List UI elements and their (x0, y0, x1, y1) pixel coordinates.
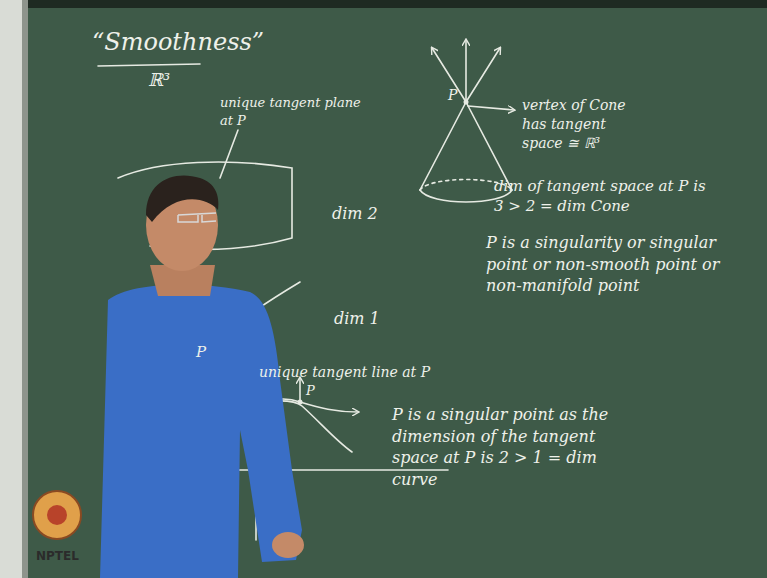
chalk-note: P is a singularity or singular point or … (486, 232, 756, 297)
chalk-note: P (306, 382, 315, 400)
hand (272, 532, 304, 558)
chalk-note: ℝ³ (148, 68, 170, 92)
chalk-note: P (196, 342, 206, 362)
board-frame-shadow (22, 0, 28, 578)
tangent-arrow (465, 40, 467, 102)
chalk-note: P is a singular point as the dimension o… (392, 404, 637, 490)
logo-text: NPTEL (36, 548, 79, 564)
tangent-arrow (299, 378, 301, 402)
board-top-edge (0, 0, 767, 8)
leader-arrow (468, 106, 514, 110)
logo (33, 491, 81, 539)
title-underline (98, 64, 200, 66)
hair (146, 175, 218, 222)
chalk-note: unique tangent line at P (259, 363, 430, 382)
leader-line (220, 130, 238, 178)
tangent-arrow (466, 48, 500, 102)
point-dot (464, 100, 469, 105)
point-dot (298, 400, 303, 405)
glasses (178, 213, 216, 222)
shirt (100, 284, 302, 578)
chalk-note: dim 2 (332, 203, 378, 225)
logo-wheel (33, 491, 81, 539)
cone-sketch (420, 102, 512, 190)
chalk-note: vertex of Cone has tangent space ≅ ℝ³ (522, 96, 640, 153)
logo-hub (47, 505, 67, 525)
chalk-note: unique tangent plane at P (220, 94, 370, 129)
chalk-note: “Smoothness” (92, 26, 264, 58)
chalk-note: P (448, 86, 457, 105)
chalk-note: dim 1 (334, 308, 380, 330)
chalk-note: dim of tangent space at P is 3 > 2 = dim… (494, 176, 709, 217)
